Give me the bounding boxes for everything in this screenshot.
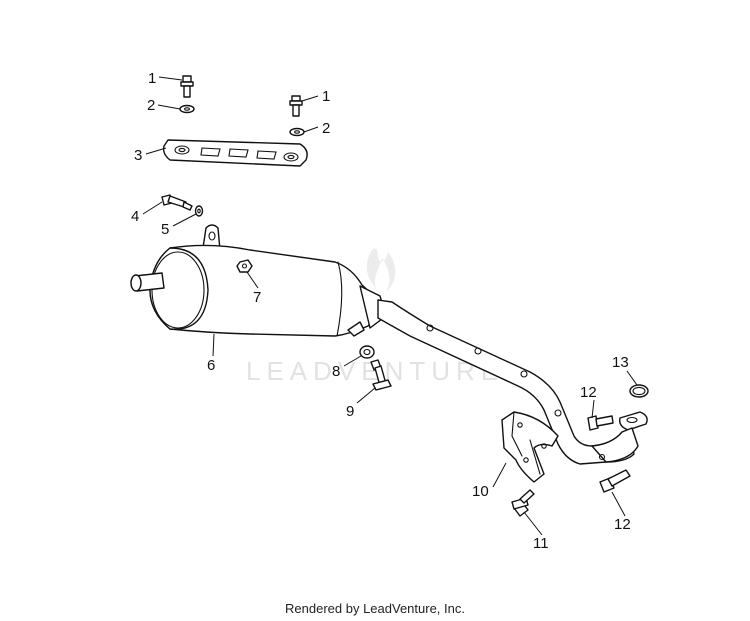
callout-10: 10 bbox=[472, 483, 489, 500]
callout-7: 7 bbox=[253, 289, 261, 306]
callout-numbers: 1 2 3 1 2 4 5 6 7 8 9 10 11 12 12 13 bbox=[131, 70, 631, 552]
callout-1-left: 1 bbox=[148, 70, 156, 87]
callout-4: 4 bbox=[131, 208, 139, 225]
part-13-gasket[interactable] bbox=[629, 384, 649, 398]
footer-credit: Rendered by LeadVenture, Inc. bbox=[285, 601, 465, 616]
callout-3: 3 bbox=[134, 147, 142, 164]
part-2-washer-right[interactable] bbox=[289, 127, 305, 137]
callout-2-right: 2 bbox=[322, 120, 330, 137]
callout-1-right: 1 bbox=[322, 88, 330, 105]
callout-12-upper: 12 bbox=[580, 384, 597, 401]
part-10-heat-shield-bracket[interactable] bbox=[501, 411, 559, 483]
callout-6: 6 bbox=[207, 357, 215, 374]
callout-2-left: 2 bbox=[147, 97, 155, 114]
washer-5-hole bbox=[197, 208, 201, 214]
part-8-grommet[interactable] bbox=[359, 345, 375, 359]
leader-lines bbox=[142, 76, 638, 536]
part-2-washer-left[interactable] bbox=[179, 104, 195, 114]
part-5-washer[interactable] bbox=[194, 205, 204, 217]
callout-12-lower: 12 bbox=[614, 516, 631, 533]
callout-5: 5 bbox=[161, 221, 169, 238]
part-1-bolt-left[interactable] bbox=[180, 75, 194, 98]
part-1-bolt-right[interactable] bbox=[289, 95, 303, 117]
callout-9: 9 bbox=[346, 403, 354, 420]
part-12-bolt-upper[interactable] bbox=[587, 415, 614, 431]
washer-hole-right bbox=[294, 130, 300, 134]
part-11-bolt[interactable] bbox=[511, 489, 535, 517]
part-9-bolt[interactable] bbox=[370, 359, 392, 391]
part-4-bolt[interactable] bbox=[161, 194, 193, 211]
part-12-bolt-lower[interactable] bbox=[599, 469, 631, 493]
part-6-muffler[interactable] bbox=[130, 224, 387, 337]
exhaust-head-pipe[interactable] bbox=[377, 299, 648, 465]
part-3-mounting-strap[interactable] bbox=[162, 139, 308, 167]
washer-hole-left bbox=[184, 107, 190, 111]
callout-8: 8 bbox=[332, 363, 340, 380]
part-7-nut[interactable] bbox=[236, 259, 253, 273]
callout-13: 13 bbox=[612, 354, 629, 371]
callout-11: 11 bbox=[533, 535, 549, 552]
